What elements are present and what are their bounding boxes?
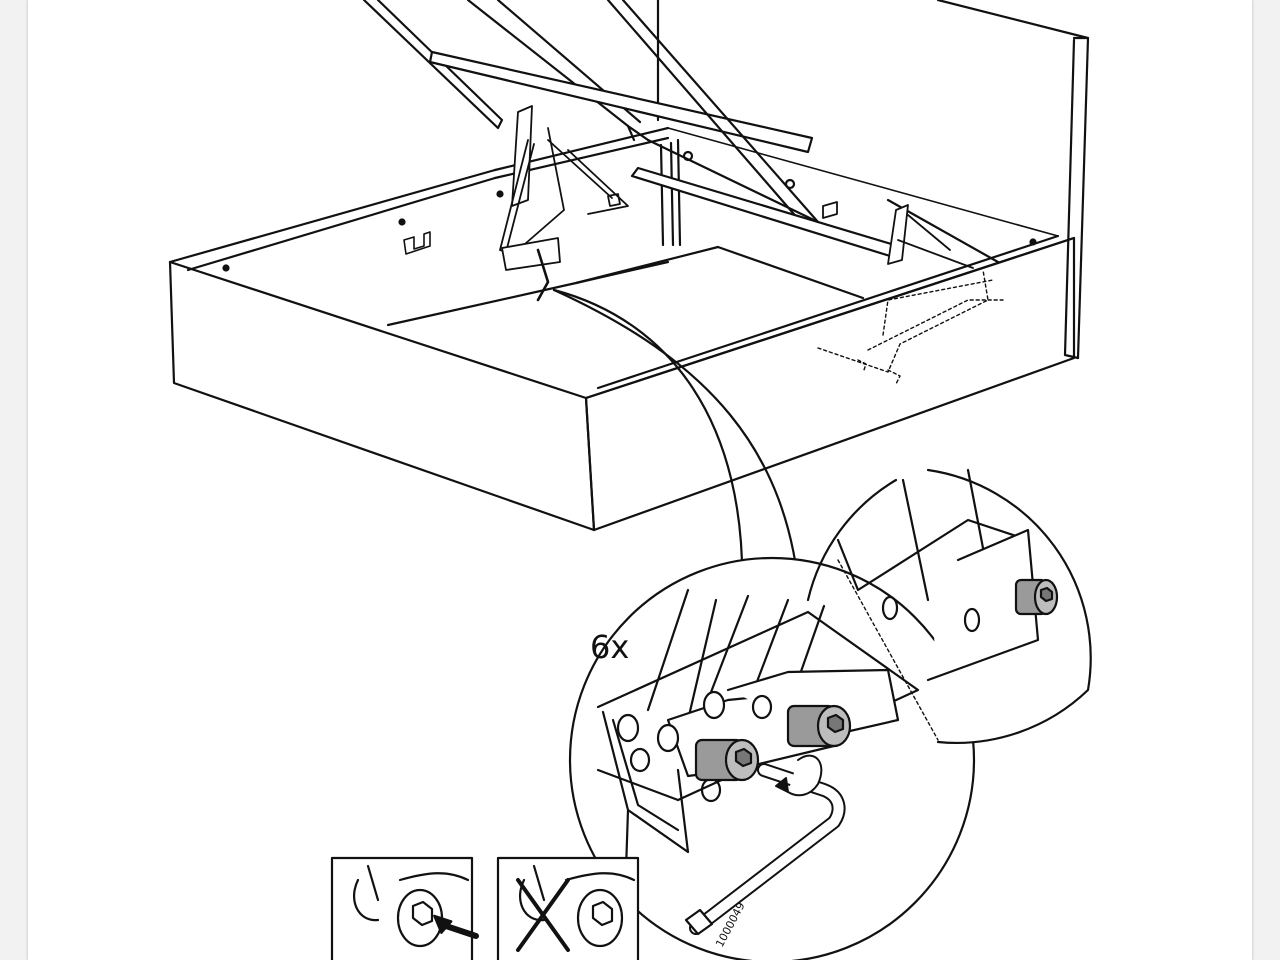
detail-circle-main xyxy=(568,556,976,960)
lift-mechanism-left xyxy=(499,105,629,302)
rotate-arrow-icon xyxy=(775,754,823,797)
bed-frame xyxy=(168,0,1090,532)
zoom-callout-lines xyxy=(552,288,802,602)
bolt-rear xyxy=(786,704,852,748)
quantity-label: 6x xyxy=(590,628,629,666)
push-arrow-icon xyxy=(433,914,479,939)
correct-example-box xyxy=(330,856,479,960)
lift-frame xyxy=(362,0,1000,264)
bolt-detail xyxy=(1014,578,1059,616)
detail-circle-secondary xyxy=(806,468,1092,744)
assembly-illustration: 6x 1000049 xyxy=(168,0,1092,960)
bolt-front xyxy=(694,738,760,782)
hex-key-icon xyxy=(684,763,846,936)
cross-out-icon xyxy=(516,878,570,952)
bed-base xyxy=(168,126,1076,532)
ghost-mechanism xyxy=(817,269,1004,385)
incorrect-example-box xyxy=(496,856,640,960)
instruction-page: 6x 1000049 xyxy=(28,0,1252,960)
lift-mechanism-right xyxy=(822,201,974,269)
